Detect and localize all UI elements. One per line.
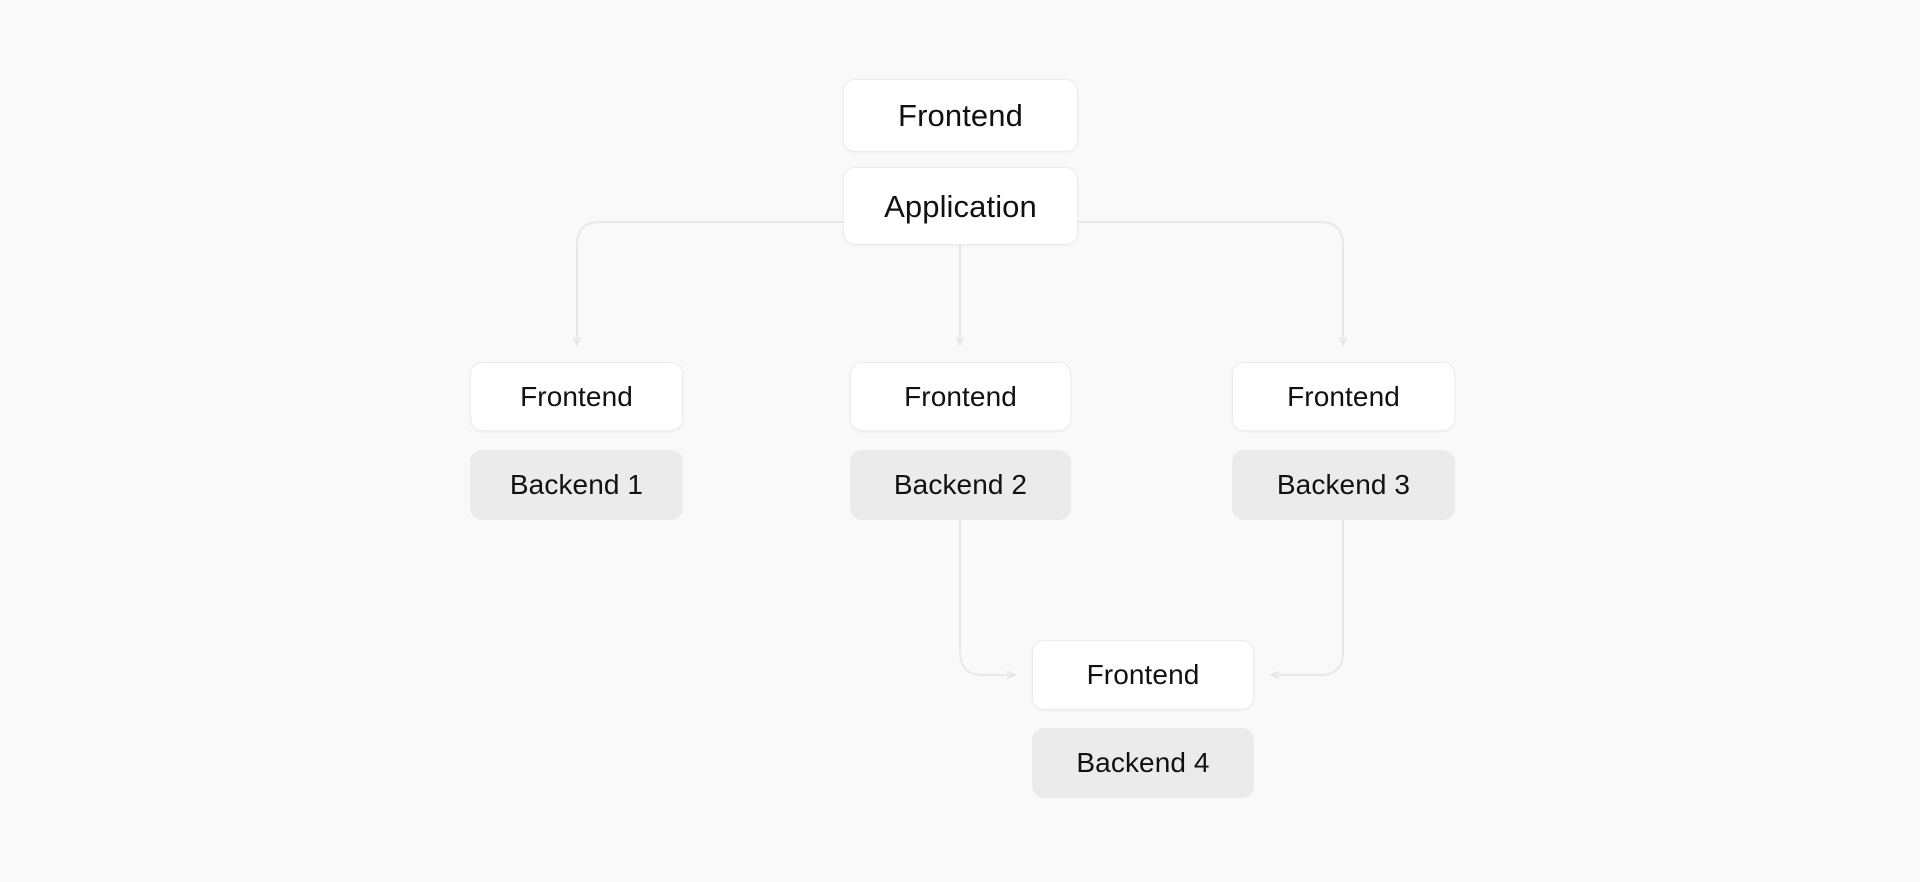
node-frontend-2[interactable]: Frontend bbox=[850, 362, 1071, 431]
node-label: Backend 1 bbox=[509, 469, 644, 500]
edge-backend-3-to-frontend-4 bbox=[1270, 519, 1344, 679]
node-backend-3[interactable]: Backend 3 bbox=[1232, 450, 1455, 520]
node-label: Backend 3 bbox=[1276, 469, 1411, 500]
node-backend-4[interactable]: Backend 4 bbox=[1032, 728, 1254, 798]
edge-application-to-frontend-3 bbox=[1077, 221, 1347, 346]
node-frontend-4[interactable]: Frontend bbox=[1032, 640, 1254, 710]
edge-backend-2-to-frontend-4 bbox=[959, 519, 1016, 680]
node-label: Backend 2 bbox=[893, 469, 1028, 500]
node-label: Frontend bbox=[520, 380, 633, 412]
node-label: Frontend bbox=[1086, 659, 1200, 690]
node-root-frontend[interactable]: Frontend bbox=[843, 79, 1078, 152]
node-label: Frontend bbox=[1287, 380, 1400, 412]
node-label: Application bbox=[884, 188, 1037, 224]
node-application[interactable]: Application bbox=[843, 167, 1078, 245]
node-backend-2[interactable]: Backend 2 bbox=[850, 450, 1071, 520]
node-label: Frontend bbox=[904, 380, 1017, 412]
node-label: Backend 4 bbox=[1076, 747, 1210, 778]
node-label: Frontend bbox=[898, 98, 1023, 133]
edge-application-to-frontend-1 bbox=[572, 221, 844, 346]
node-frontend-3[interactable]: Frontend bbox=[1232, 362, 1455, 431]
node-frontend-1[interactable]: Frontend bbox=[470, 362, 683, 431]
node-backend-1[interactable]: Backend 1 bbox=[470, 450, 683, 520]
